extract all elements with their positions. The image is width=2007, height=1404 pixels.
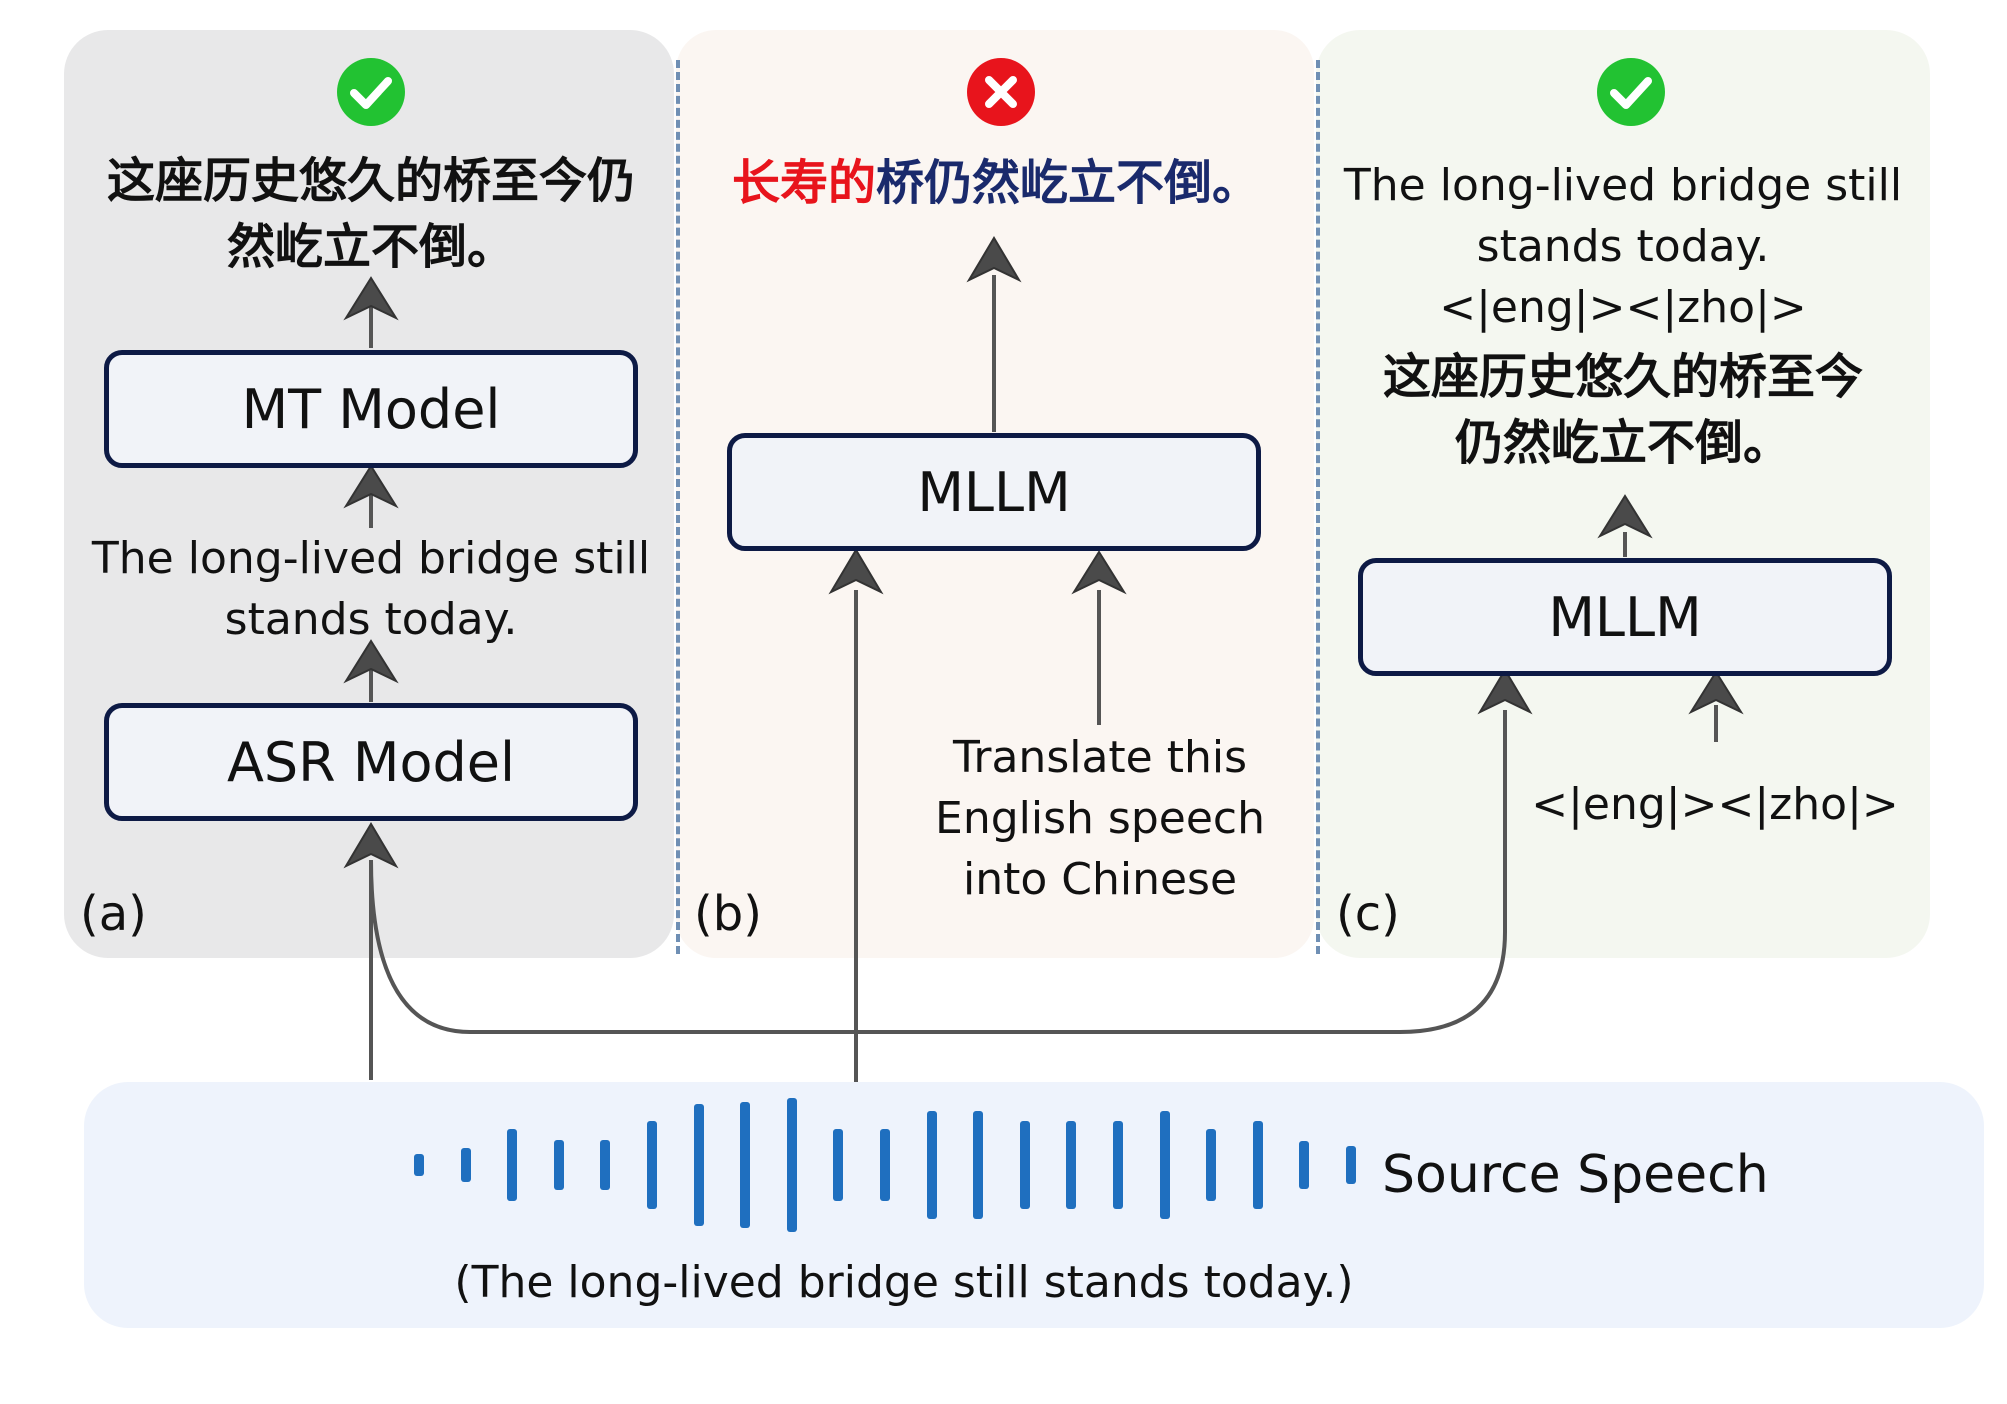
waveform-bar xyxy=(1252,1121,1263,1209)
waveform-bar xyxy=(693,1104,704,1226)
waveform-bar xyxy=(973,1111,984,1219)
source-transcript: (The long-lived bridge still stands toda… xyxy=(454,1257,1354,1308)
cross-icon xyxy=(966,57,1036,127)
panel-a-output-line2: 然屹立不倒。 xyxy=(226,219,515,275)
mllm-box-b: MLLM xyxy=(727,433,1261,551)
waveform-bar xyxy=(1299,1141,1310,1189)
waveform-bar xyxy=(740,1102,751,1228)
panel-c-input-tokens: <|eng|><|zho|> xyxy=(1531,779,1899,830)
waveform-bar xyxy=(647,1121,657,1209)
source-speech-label: Source Speech xyxy=(1382,1145,1769,1205)
panel-b-output: 长寿的桥仍然屹立不倒。 xyxy=(676,150,1316,216)
waveform-bar xyxy=(1206,1129,1217,1201)
panel-b-prompt-line1: Translate this xyxy=(952,732,1248,783)
panel-c-output-zh-line2: 仍然屹立不倒。 xyxy=(1454,415,1791,471)
panel-c-token-mllm xyxy=(1316,30,1930,958)
panel-a-label: (a) xyxy=(80,886,147,942)
panel-c-output-zh-line1: 这座历史悠久的桥至今 xyxy=(1382,349,1863,405)
divider-bc xyxy=(1316,60,1320,954)
arrow-source-to-asr-and-c xyxy=(369,710,1507,1080)
panel-a-transcript-line2: stands today. xyxy=(224,594,518,645)
check-icon xyxy=(1596,57,1666,127)
waveform-bar xyxy=(460,1148,471,1182)
waveform-bar xyxy=(1066,1121,1077,1209)
source-speech-area xyxy=(84,1082,1984,1328)
panel-c-output-en-line1: The long-lived bridge still xyxy=(1343,160,1903,211)
waveform-bar xyxy=(1346,1146,1356,1184)
waveform-bar xyxy=(507,1129,518,1201)
mistranslated-span: 长寿的 xyxy=(731,155,876,211)
panel-b-output-rest: 桥仍然屹立不倒。 xyxy=(876,155,1261,211)
panel-c-output-tokens: <|eng|><|zho|> xyxy=(1439,282,1807,333)
waveform-bar xyxy=(414,1154,424,1176)
waveform-bar xyxy=(833,1129,844,1201)
waveform-bar xyxy=(926,1111,937,1219)
waveform-bar xyxy=(880,1129,890,1201)
panel-b-label: (b) xyxy=(694,886,762,942)
panel-a-transcript-line1: The long-lived bridge still xyxy=(91,533,651,584)
waveform-bar xyxy=(786,1098,797,1232)
asr-model-box: ASR Model xyxy=(104,703,638,821)
divider-ab xyxy=(676,60,680,954)
panel-c-output-en-line2: stands today. xyxy=(1476,221,1770,272)
panel-c-label: (c) xyxy=(1336,886,1400,942)
waveform-bar xyxy=(600,1140,611,1190)
panel-a-output-line1: 这座历史悠久的桥至今仍 xyxy=(106,153,635,209)
mllm-box-c: MLLM xyxy=(1358,558,1892,676)
waveform-bar xyxy=(1019,1121,1030,1209)
panel-b-prompt-line2: English speech xyxy=(935,793,1265,844)
waveform-bar xyxy=(553,1140,564,1190)
waveform-bar xyxy=(1113,1121,1123,1209)
panel-b-prompt-line3: into Chinese xyxy=(962,854,1238,905)
check-icon xyxy=(336,57,406,127)
mt-model-box: MT Model xyxy=(104,350,638,468)
waveform-bar xyxy=(1159,1111,1170,1219)
